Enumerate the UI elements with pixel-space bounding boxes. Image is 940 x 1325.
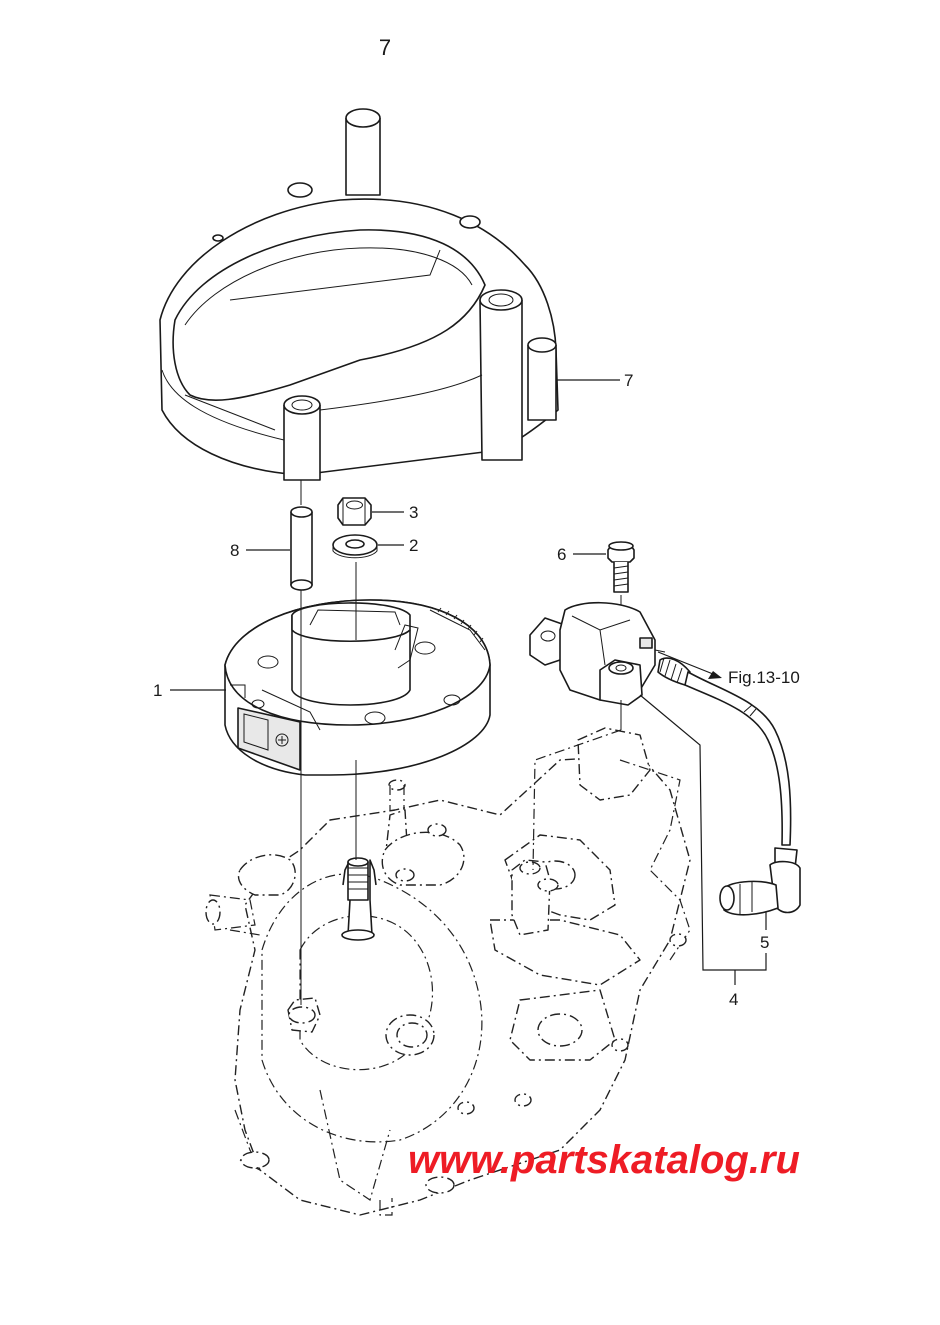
callout-7: 7 xyxy=(624,371,633,390)
reference-arrow-line xyxy=(657,651,719,677)
coil-bolt xyxy=(607,541,635,593)
callout-2: 2 xyxy=(409,536,418,555)
flywheel-nut xyxy=(337,497,372,526)
coil-mount-guide xyxy=(532,729,622,871)
flywheel-cover xyxy=(159,108,559,481)
ignition-coil xyxy=(529,601,792,846)
callout-5: 5 xyxy=(760,933,769,952)
callout-8: 8 xyxy=(230,541,239,560)
callout-1: 1 xyxy=(153,681,162,700)
leader-4-bracket xyxy=(639,694,767,971)
flywheel xyxy=(224,599,491,776)
plug-cap xyxy=(719,847,801,916)
watermark[interactable]: www.partskatalog.ru xyxy=(408,1138,800,1182)
washer xyxy=(332,534,378,559)
engine-block xyxy=(205,727,691,1216)
page-number: 7 xyxy=(379,35,391,60)
dowel-pin xyxy=(290,506,313,591)
figure-reference[interactable]: Fig.13-10 xyxy=(728,668,800,687)
reference-arrow-head xyxy=(708,671,722,679)
callout-3: 3 xyxy=(409,503,418,522)
callout-4: 4 xyxy=(729,990,738,1009)
callout-6: 6 xyxy=(557,545,566,564)
